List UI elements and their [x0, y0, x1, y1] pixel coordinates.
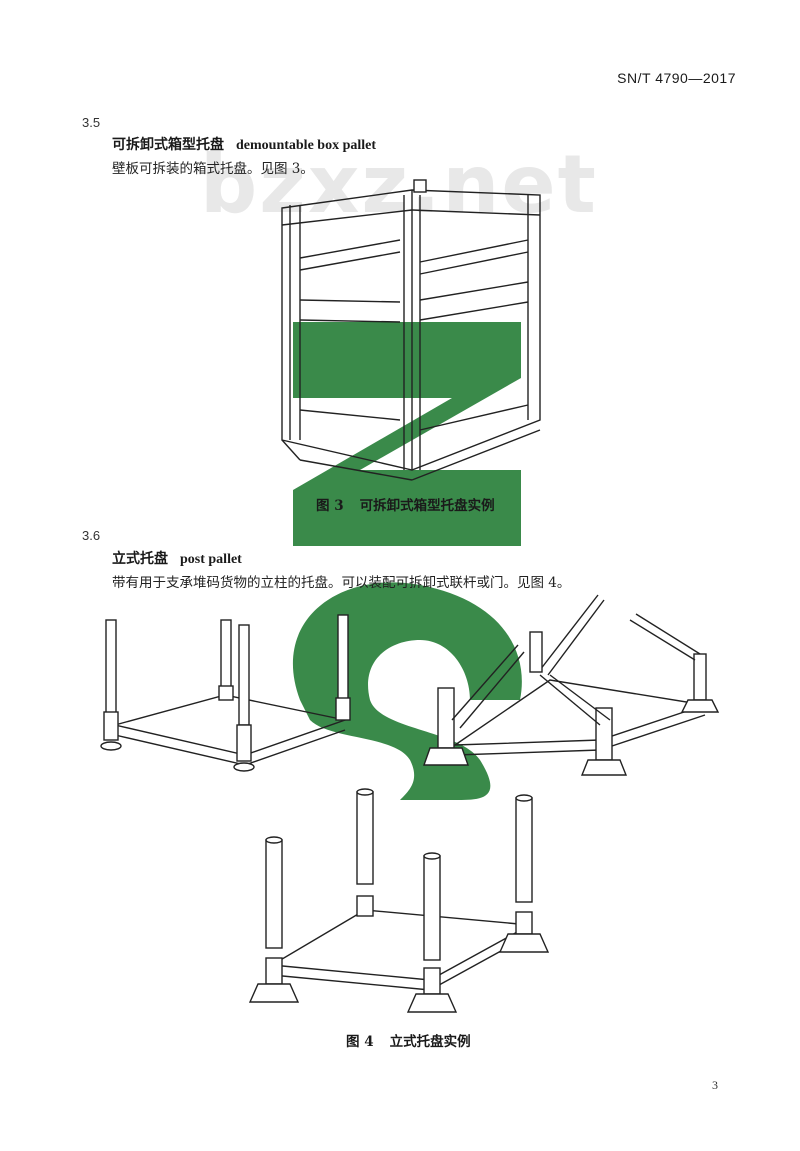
definition-3-6: 带有用于支承堆码货物的立柱的托盘。可以装配可拆卸式联杆或门。见图 4。: [112, 575, 571, 591]
term-en: post pallet: [180, 552, 242, 567]
term-zh: 可拆卸式箱型托盘: [112, 137, 224, 153]
post-pallet-left: [100, 614, 351, 772]
watermark-text: bzxz.net: [200, 138, 598, 231]
figure-4-label: 图 4: [346, 1034, 374, 1050]
section-number-3-5: 3.5: [82, 115, 101, 130]
section-number-3-6: 3.6: [82, 528, 101, 543]
figure-3-label: 图 3: [316, 498, 344, 514]
watermark-s-shape: [292, 582, 522, 800]
term-heading-3-5: 可拆卸式箱型托盘 demountable box pallet: [112, 134, 376, 154]
term-zh: 立式托盘: [112, 551, 168, 567]
figure-4-title: 立式托盘实例: [389, 1034, 471, 1050]
figure-3-title: 可拆卸式箱型托盘实例: [359, 498, 495, 514]
standard-code: SN/T 4790—2017: [617, 70, 736, 86]
definition-3-5: 壁板可拆装的箱式托盘。见图 3。: [112, 161, 314, 177]
post-pallet-right: [423, 594, 720, 776]
post-pallet-lower: [248, 788, 550, 1013]
page-number: 3: [712, 1078, 718, 1092]
box-pallet-figure: [281, 179, 541, 481]
term-heading-3-6: 立式托盘 post pallet: [112, 548, 242, 568]
watermark-z-shape: [293, 322, 521, 546]
term-en: demountable box pallet: [236, 138, 377, 153]
figure-3-caption: 图 3 可拆卸式箱型托盘实例: [316, 494, 495, 514]
figure-4-caption: 图 4 立式托盘实例: [346, 1030, 471, 1050]
